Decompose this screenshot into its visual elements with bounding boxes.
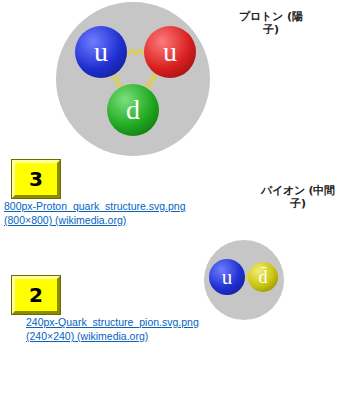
source-link: 800px-Proton_quark_structure.svg.png (80… bbox=[4, 200, 219, 227]
quark-letter: d bbox=[126, 96, 140, 124]
up-quark: u bbox=[75, 26, 127, 78]
quark-letter: d̄ bbox=[259, 268, 268, 286]
source-link: 240px-Quark_structure_pion.svg.png (240×… bbox=[26, 316, 231, 343]
proton-circle: プロトン (陽子)uud bbox=[56, 2, 210, 156]
quark-letter: u bbox=[163, 38, 177, 66]
particle-heading: パイオン (中間子) bbox=[260, 184, 336, 210]
quark-letter: u bbox=[222, 267, 233, 288]
callout-number: 3 bbox=[29, 169, 43, 189]
anti-down-quark: d̄ bbox=[248, 262, 278, 292]
callout-number: 2 bbox=[29, 285, 43, 305]
down-quark: d bbox=[107, 84, 159, 136]
quark-letter: u bbox=[94, 38, 108, 66]
up-quark: u bbox=[209, 259, 245, 295]
up-quark: u bbox=[144, 26, 196, 78]
particle-heading: プロトン (陽子) bbox=[236, 10, 306, 36]
callout-number: 3 bbox=[12, 160, 60, 198]
pion-circle: パイオン (中間子)ud̄ bbox=[204, 240, 284, 320]
callout-number: 2 bbox=[12, 276, 60, 314]
